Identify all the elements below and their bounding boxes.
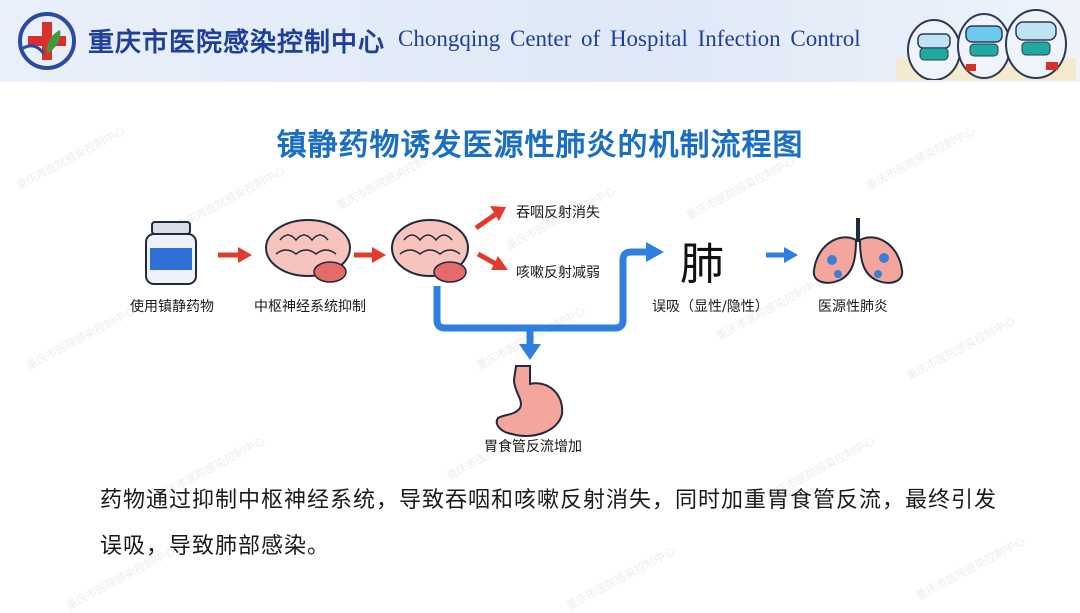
summary-text: 药物通过抑制中枢神经系统，导致吞咽和咳嗽反射消失，同时加重胃食管反流，最终引发误… bbox=[100, 478, 1000, 570]
arrow-to-swallow bbox=[476, 206, 506, 228]
slide-title: 镇静药物诱发医源性肺炎的机制流程图 bbox=[0, 120, 1080, 164]
hospital-logo-icon bbox=[16, 10, 78, 72]
arrow-brain-to-brain bbox=[354, 247, 386, 263]
node-reflux-label: 胃食管反流增加 bbox=[484, 436, 582, 456]
arrow-to-cough bbox=[478, 254, 508, 270]
org-name-cn: 重庆市医院感染控制中心 bbox=[88, 22, 385, 59]
node-sedative-label: 使用镇静药物 bbox=[130, 296, 214, 316]
pill-bottle-icon bbox=[146, 222, 196, 284]
node-pneumonia-label: 医源性肺炎 bbox=[818, 296, 888, 316]
header-bar: 重庆市医院感染控制中心 Chongqing Center of Hospital… bbox=[0, 0, 1080, 82]
node-cns-label: 中枢神经系统抑制 bbox=[254, 296, 366, 316]
flow-diagram: 使用镇静药物 中枢神经系统抑制 吞咽反射消失 咳嗽反射减弱 误吸（显性/隐性） … bbox=[0, 170, 1080, 470]
stomach-icon bbox=[497, 366, 562, 436]
lungs-icon bbox=[814, 218, 902, 283]
arrow-to-pneumonia bbox=[766, 247, 798, 263]
brain-icon bbox=[392, 220, 468, 282]
org-name-en: Chongqing Center of Hospital Infection C… bbox=[398, 26, 861, 52]
node-aspiration-label: 误吸（显性/隐性） bbox=[652, 296, 769, 316]
node-swallow-label: 吞咽反射消失 bbox=[516, 202, 600, 222]
lung-character: 肺 bbox=[680, 228, 724, 292]
brain-icon bbox=[266, 220, 350, 282]
medical-staff-illustration bbox=[896, 6, 1076, 80]
arrow-reflux-path bbox=[437, 242, 664, 360]
arrow-bottle-to-brain bbox=[218, 247, 252, 263]
node-cough-label: 咳嗽反射减弱 bbox=[516, 262, 600, 282]
